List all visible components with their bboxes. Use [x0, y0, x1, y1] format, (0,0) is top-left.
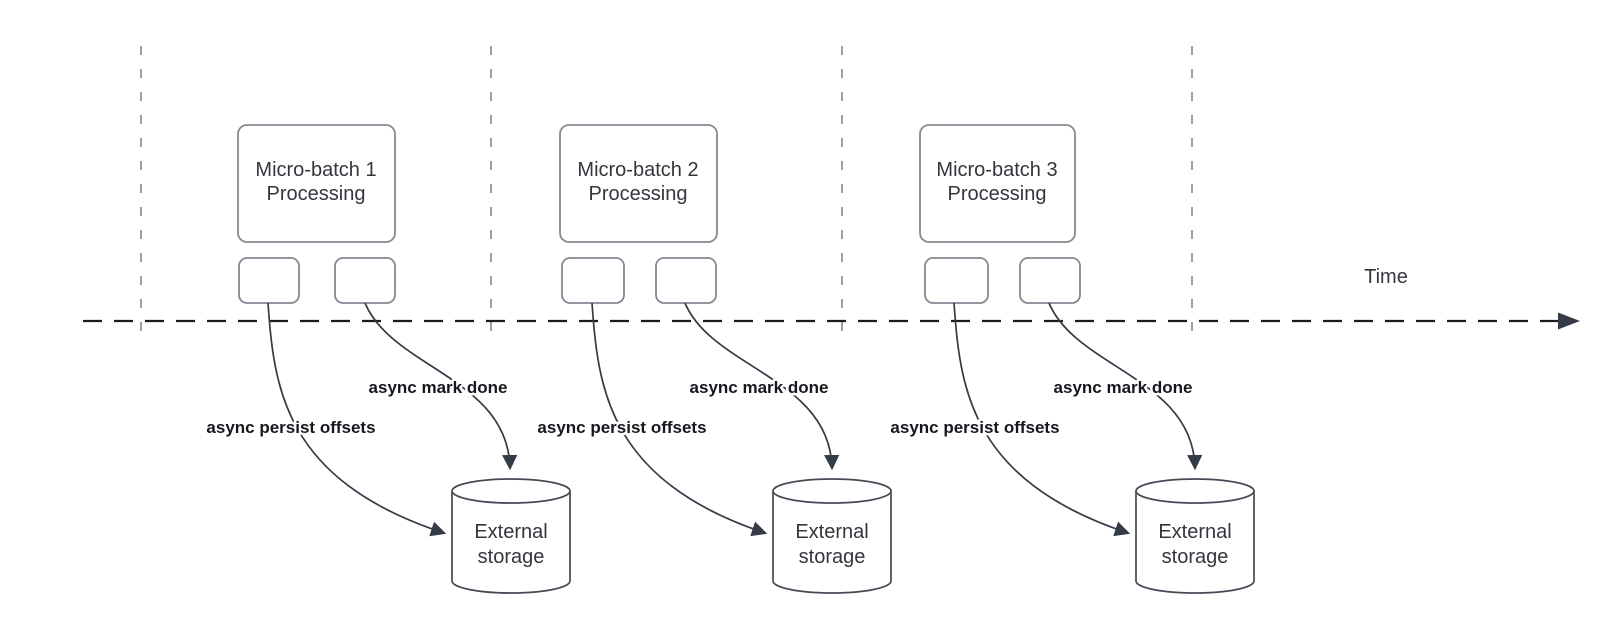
batch-3-title-line2: Processing: [948, 183, 1047, 205]
batch-1-mark-done-label: async mark done: [369, 378, 508, 397]
batch-1-cylinder-body: [451, 491, 571, 594]
batch-3-persist-offsets-label: async persist offsets: [890, 418, 1059, 437]
batch-2-cylinder-top: [772, 478, 892, 504]
batch-1-title-line1: Micro-batch 1: [255, 159, 376, 181]
timeline-arrowhead-icon: [1558, 312, 1580, 330]
batch-3-cylinder-body: [1135, 491, 1255, 594]
batch-2-group: Micro-batch 2 Processing External storag…: [535, 124, 892, 594]
batch-1-processing-box: [237, 124, 396, 243]
batch-1-mark-done-arrow: [364, 302, 518, 471]
batch-3-cylinder-top: [1135, 478, 1255, 504]
batch-2-title-line1: Micro-batch 2: [577, 159, 698, 181]
batch-1-persist-offsets-label: async persist offsets: [206, 418, 375, 437]
batch-3-task-box-right: [1019, 257, 1081, 304]
batch-3-mark-done-label: async mark done: [1054, 378, 1193, 397]
batch-2-storage-cylinder: External storage: [772, 478, 892, 594]
batch-3-task-box-left: [924, 257, 989, 304]
batch-2-cylinder-body: [772, 491, 892, 594]
batch-3-title-line1: Micro-batch 3: [936, 159, 1057, 181]
batch-1-storage-line1: External: [474, 521, 547, 543]
batch-2-mark-done-arrow: [684, 302, 840, 471]
batch-3-mark-done-arrow: [1048, 302, 1203, 471]
batch-1-persist-offsets-arrow: [267, 302, 447, 537]
batch-2-storage-line1: External: [795, 521, 868, 543]
batch-1-task-box-left: [238, 257, 300, 304]
batch-1-group: Micro-batch 1 Processing External storag…: [204, 124, 571, 594]
batch-2-storage-line2: storage: [799, 546, 866, 568]
timeline-axis: Time: [83, 266, 1580, 330]
batch-2-persist-offsets-label: async persist offsets: [537, 418, 706, 437]
batch-1-cylinder-top: [451, 478, 571, 504]
timeline-label: Time: [1364, 266, 1408, 288]
batch-1-task-box-right: [334, 257, 396, 304]
batch-3-persist-offsets-arrow: [953, 302, 1131, 537]
batch-3-processing-box: [919, 124, 1076, 243]
batch-2-task-box-right: [655, 257, 717, 304]
batch-1-title-line2: Processing: [267, 183, 366, 205]
batch-3-storage-line2: storage: [1162, 546, 1229, 568]
batch-2-mark-done-label: async mark done: [690, 378, 829, 397]
batch-2-title-line2: Processing: [589, 183, 688, 205]
batch-2-persist-offsets-arrow: [591, 302, 768, 537]
batch-3-storage-line1: External: [1158, 521, 1231, 543]
batch-2-processing-box: [559, 124, 718, 243]
batch-1-storage-cylinder: External storage: [451, 478, 571, 594]
batch-3-group: Micro-batch 3 Processing External storag…: [888, 124, 1255, 594]
batch-1-storage-line2: storage: [478, 546, 545, 568]
batch-2-task-box-left: [561, 257, 625, 304]
batch-3-storage-cylinder: External storage: [1135, 478, 1255, 594]
